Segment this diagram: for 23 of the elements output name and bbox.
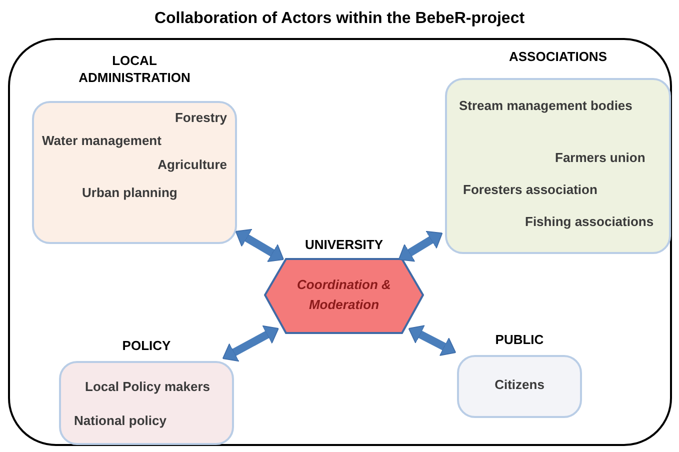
diagram-title: Collaboration of Actors within the BebeR-project	[153, 9, 526, 29]
item-text: Farmers union	[555, 150, 646, 166]
hub-text: Coordination & Moderation	[296, 276, 392, 314]
item-text: Forestry	[174, 110, 227, 126]
double-arrow	[398, 232, 443, 260]
item-text: Fishing associations	[525, 214, 655, 230]
item-text: Local Policy makers	[85, 379, 212, 395]
item-text: Foresters association	[463, 182, 598, 198]
item-text: Agriculture	[156, 157, 227, 173]
group-heading: ASSOCIATIONS	[508, 48, 608, 65]
double-arrow	[235, 231, 284, 260]
item-text: National policy	[74, 413, 168, 429]
item-text: Citizens	[494, 377, 546, 393]
group-heading: PUBLIC	[494, 331, 545, 348]
item-text: Water management	[42, 133, 162, 149]
item-text: Urban planning	[82, 185, 178, 201]
item-text: Stream management bodies	[459, 98, 634, 114]
group-heading: LOCAL ADMINISTRATION	[78, 52, 192, 86]
hub-heading: UNIVERSITY	[304, 236, 384, 253]
double-arrow	[222, 328, 279, 359]
group-heading: POLICY	[121, 337, 172, 354]
double-arrow	[408, 328, 456, 353]
outer-frame	[8, 38, 672, 446]
